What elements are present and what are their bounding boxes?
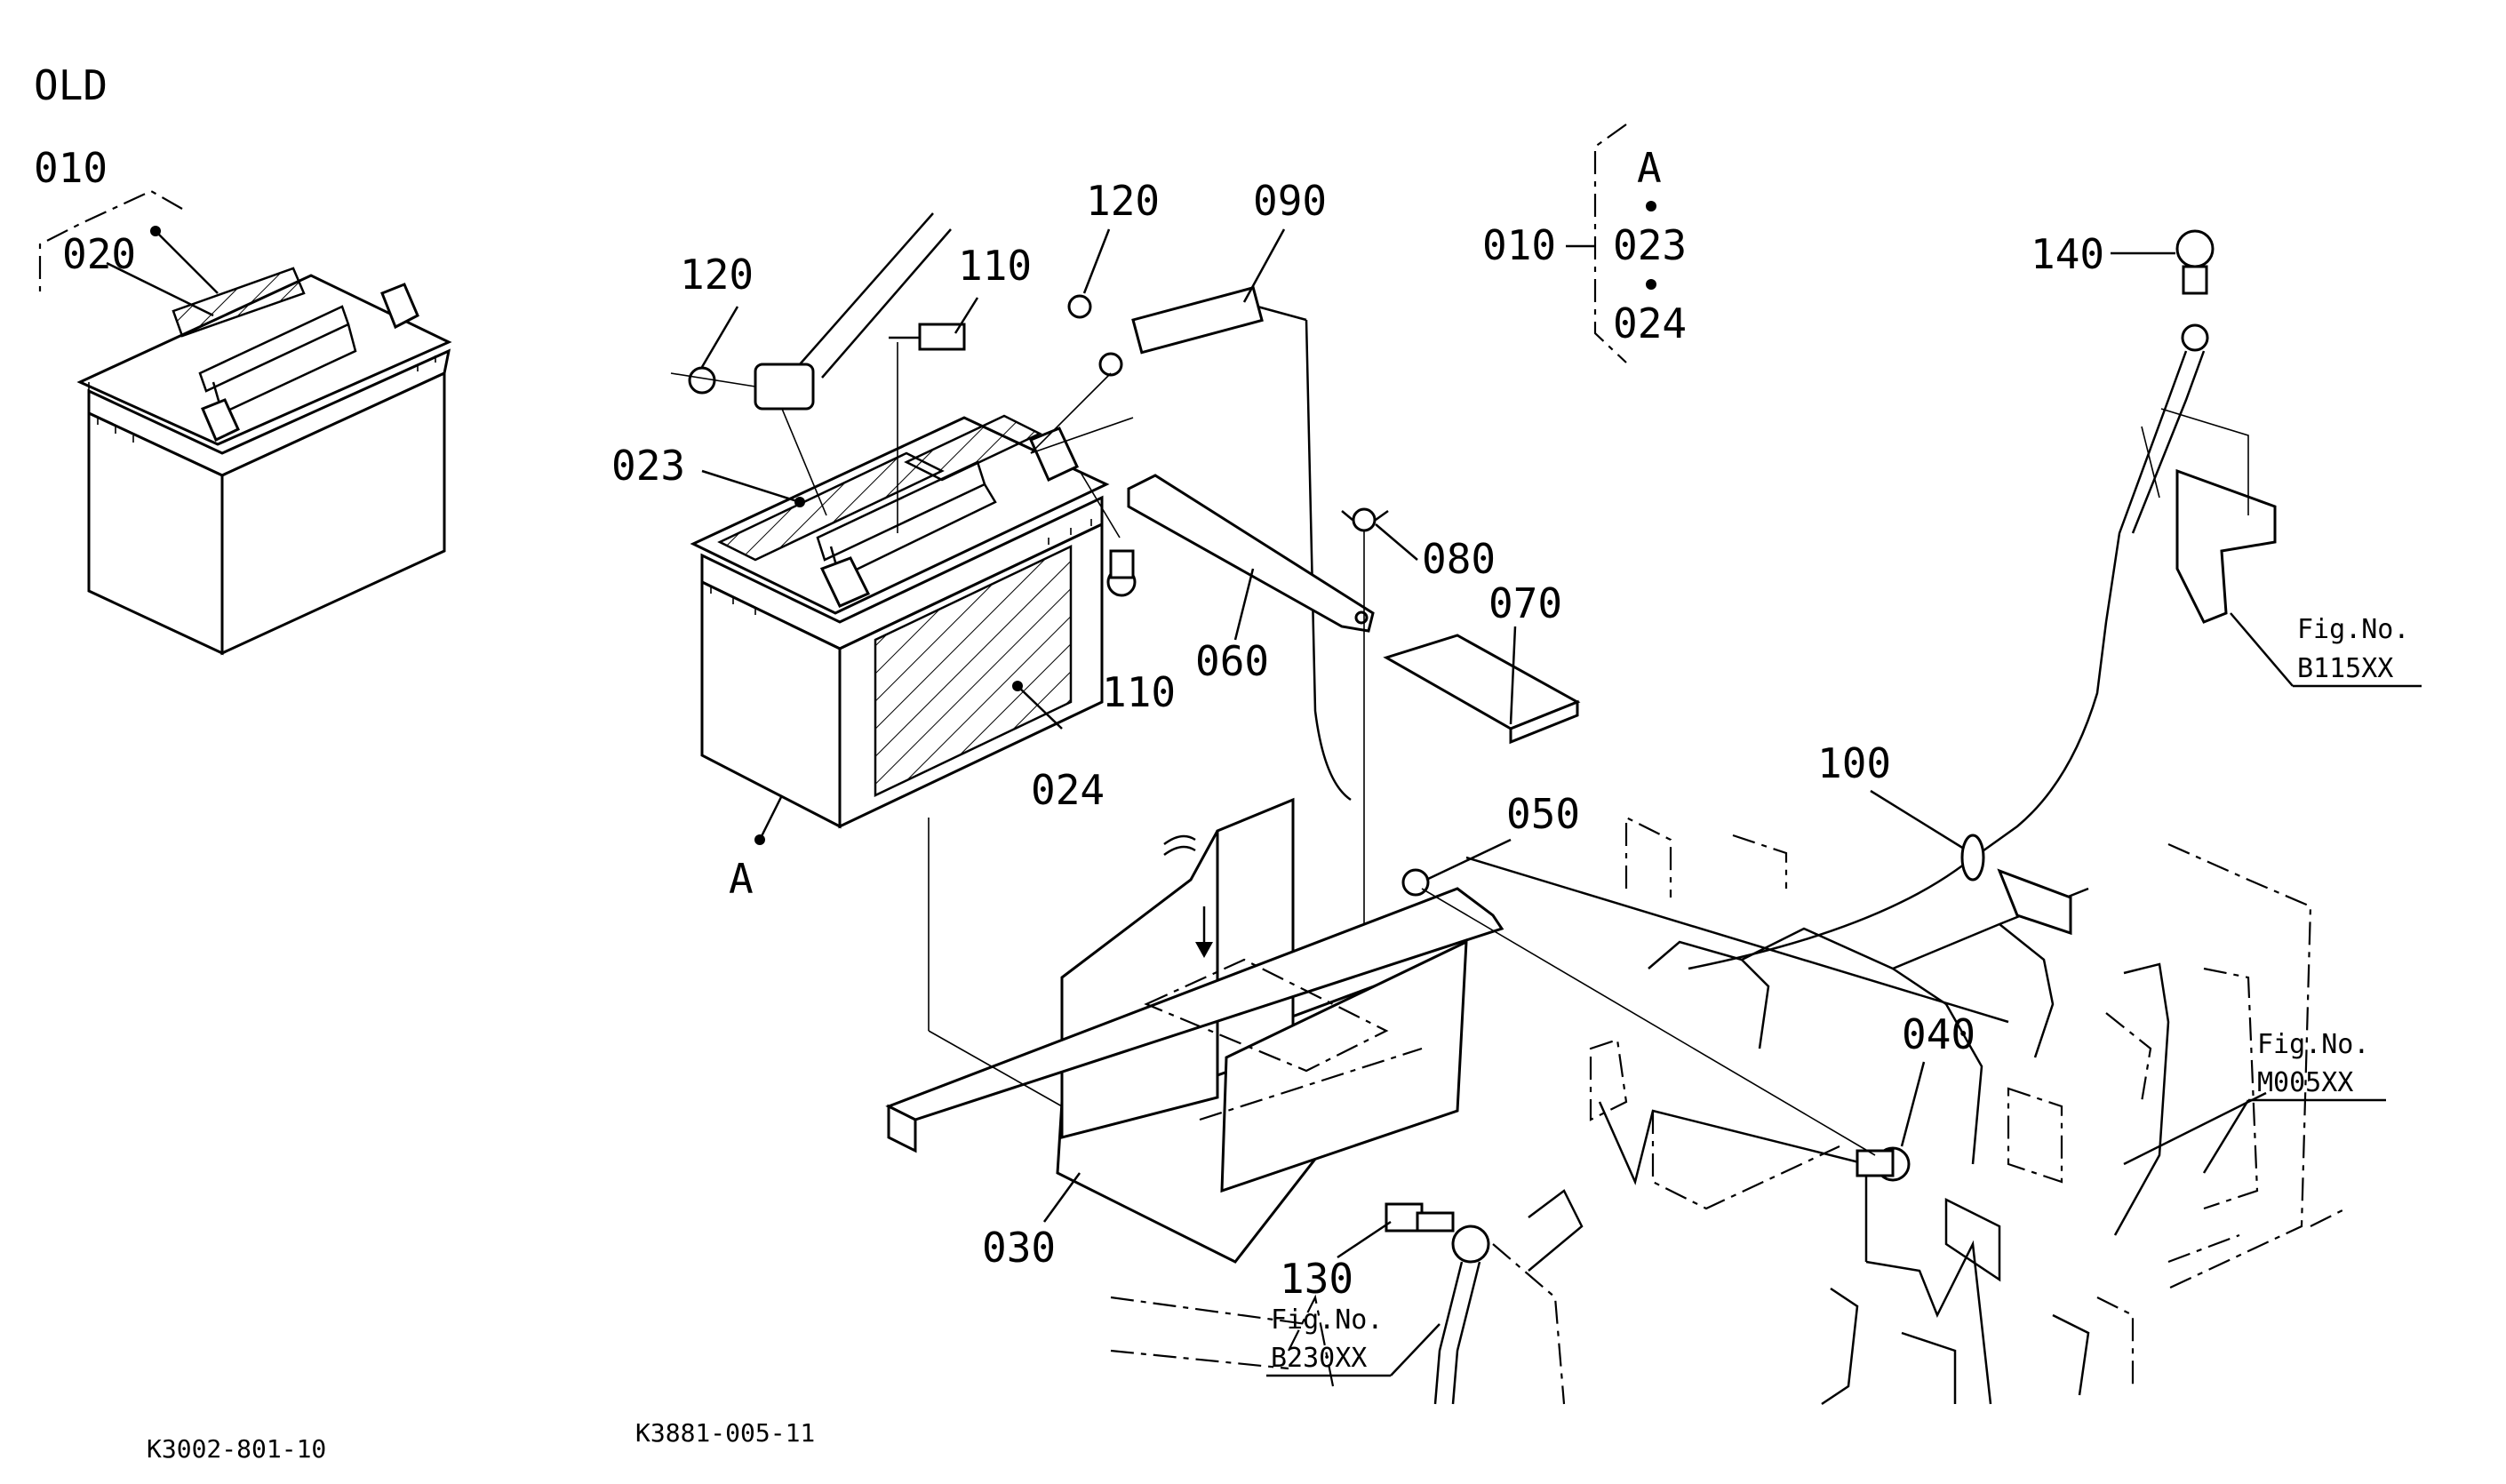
nut-050: [1401, 868, 1430, 897]
footer-left-code: K3002-801-10: [147, 1434, 326, 1464]
cable-090: [1098, 285, 1352, 802]
part-label-024: 024: [1031, 766, 1105, 814]
part-label-140: 140: [2031, 230, 2104, 278]
assembly-legend: [1566, 124, 1656, 363]
part-label-020: 020: [62, 230, 136, 278]
part-label-110-side: 110: [1102, 668, 1176, 716]
wing-nut-080: [1341, 507, 1389, 532]
fig-ref-b230-code: B230XX: [1271, 1343, 1367, 1374]
bolt-110-top: [889, 323, 966, 351]
legend-ref-A: A: [1637, 144, 1662, 192]
part-label-100: 100: [1817, 739, 1891, 787]
part-label-010-old: 010: [34, 144, 108, 192]
old-battery-illustration: [76, 267, 452, 656]
bolt-110-side: [1106, 549, 1137, 597]
ground-cable-140: [1688, 229, 2277, 970]
assembly-label-A: A: [729, 855, 754, 903]
battery-tray-030: [885, 797, 1504, 1264]
pad-070: [1383, 634, 1581, 745]
fig-ref-b230: Fig.No. B230XX: [1266, 1304, 1441, 1377]
part-label-050: 050: [1506, 790, 1580, 838]
header-old: OLD: [34, 61, 108, 109]
fig-ref-b115: Fig.No. B115XX: [2230, 612, 2422, 688]
clamp-100: [1960, 834, 2072, 936]
part-label-110-top: 110: [958, 242, 1032, 290]
part-label-070: 070: [1488, 579, 1562, 627]
legend-child-024: 024: [1613, 299, 1687, 347]
fig-ref-m005-prefix: Fig.No.: [2257, 1029, 2369, 1060]
legend-child-023: 023: [1613, 221, 1687, 269]
footer-center-code: K3881-005-11: [635, 1418, 815, 1448]
washer-120-right: [1067, 294, 1092, 319]
part-label-120-left: 120: [680, 251, 754, 299]
fig-ref-b115-code: B115XX: [2297, 653, 2393, 684]
part-label-120-right: 120: [1086, 177, 1160, 225]
bolt-040: [1856, 1146, 1911, 1182]
new-battery-illustration: [690, 414, 1110, 829]
part-label-130: 130: [1280, 1255, 1353, 1303]
fig-ref-b115-prefix: Fig.No.: [2297, 614, 2409, 645]
fig-ref-m005-code: M005XX: [2257, 1067, 2353, 1098]
old-assembly-bracket: [38, 189, 183, 293]
bolt-130: [1385, 1202, 1490, 1405]
cable-top-left: [688, 212, 952, 411]
part-label-060: 060: [1195, 637, 1269, 685]
part-label-030: 030: [982, 1224, 1056, 1272]
leader-line: [700, 306, 739, 368]
part-label-090: 090: [1253, 177, 1327, 225]
part-label-080: 080: [1422, 535, 1496, 583]
part-label-040: 040: [1902, 1010, 1975, 1058]
tractor-frame: [1110, 816, 2347, 1406]
fig-ref-b230-prefix: Fig.No.: [1271, 1304, 1383, 1336]
battery-holder-060: [1127, 474, 1375, 633]
fig-ref-m005: Fig.No. M005XX: [2202, 1029, 2386, 1174]
legend-parent-010: 010: [1482, 221, 1556, 269]
part-label-023: 023: [611, 442, 685, 490]
